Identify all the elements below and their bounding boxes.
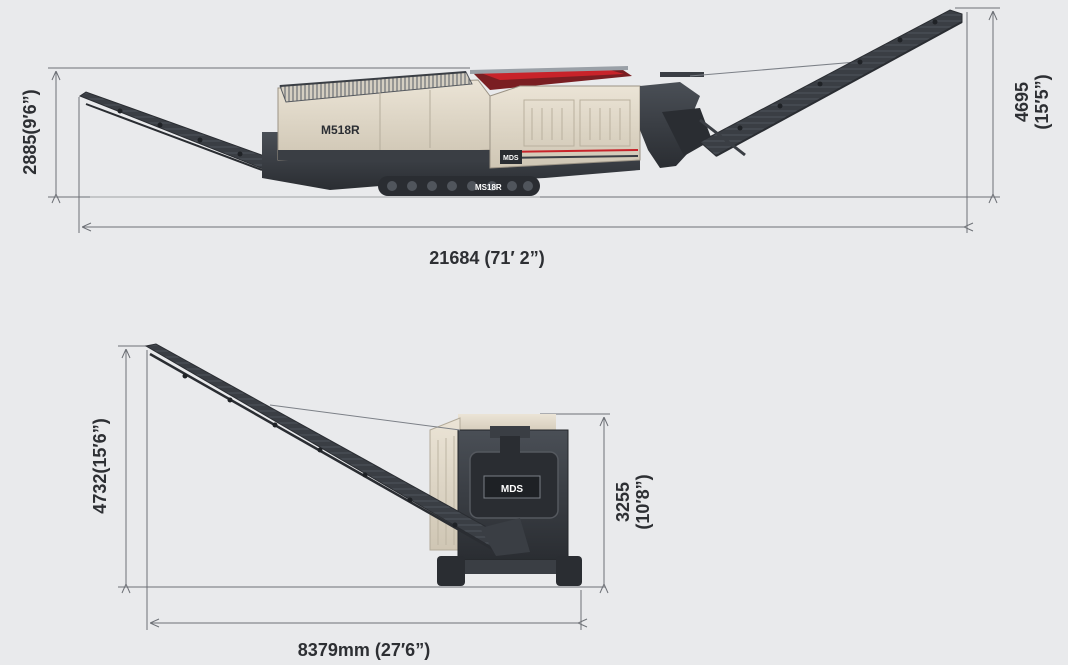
front-view: MDS 8379mm (27′6”) 4732(15′6”) 325 [90, 343, 653, 660]
side-view: MS18R M518R [20, 7, 1052, 268]
side-hopper [470, 66, 632, 90]
side-overall-length-label: 21684 (71′ 2”) [429, 248, 544, 268]
front-tracks [437, 556, 582, 586]
side-right-conveyor [699, 9, 963, 157]
side-power-unit: MDS [489, 85, 641, 169]
track-label: MS18R [475, 183, 502, 192]
front-brand-badge: MDS [501, 484, 524, 495]
side-screen-height-label: 2885(9′6”) [20, 89, 40, 174]
side-max-height-ft: (15′5”) [1032, 74, 1052, 129]
side-screen-box: M518R [277, 71, 491, 161]
front-body-height-ft: (10′8”) [633, 474, 653, 529]
side-dimension-lines [48, 7, 1000, 233]
side-max-height-label: 4695 (15′5”) [1012, 74, 1052, 129]
side-brand-badge: MDS [503, 155, 519, 162]
side-left-conveyor [78, 91, 271, 171]
front-conveyor [144, 343, 530, 556]
front-overall-width-label: 8379mm (27′6”) [298, 640, 430, 660]
side-feeder-frame [640, 59, 881, 168]
front-dimension-lines [118, 345, 610, 630]
front-max-height-label: 4732(15′6”) [90, 418, 110, 513]
front-body-height-label: 3255 (10′8”) [613, 474, 653, 529]
front-body-height-mm: 3255 [613, 482, 633, 522]
model-label: M518R [321, 123, 360, 137]
side-max-height-mm: 4695 [1012, 82, 1032, 122]
